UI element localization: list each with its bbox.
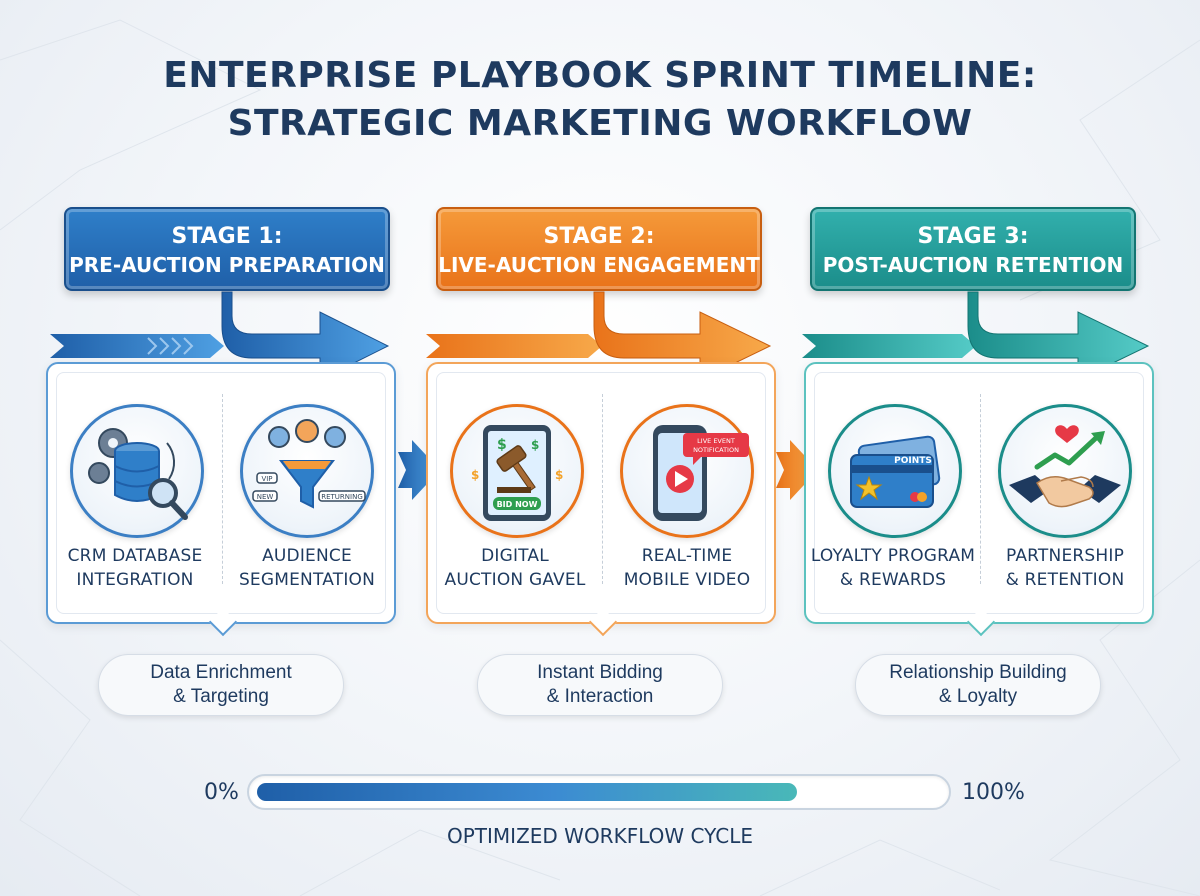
- stage-3-heading: STAGE 3:: [917, 224, 1029, 249]
- stage-3-summary: Relationship Building & Loyalty: [855, 654, 1101, 716]
- audience-segmentation-label: AUDIENCE SEGMENTATION: [222, 544, 392, 592]
- stage-2-banner: STAGE 2: LIVE-AUCTION ENGAGEMENT: [436, 207, 762, 291]
- label-line-2: & RETENTION: [1005, 570, 1125, 590]
- label-line-1: AUDIENCE: [262, 546, 352, 566]
- tag-new: NEW: [257, 493, 274, 501]
- progress-end-label: 100%: [962, 780, 1025, 805]
- label-line-1: REAL-TIME: [641, 546, 733, 566]
- stage-2-panel: $ $ $ $ BID NOW DIGITAL AUCTION GAVEL LI…: [426, 362, 776, 637]
- stage-3-name: POST-AUCTION RETENTION: [822, 253, 1124, 277]
- handshake-icon: [998, 404, 1132, 538]
- label-line-1: LOYALTY PROGRAM: [810, 546, 976, 566]
- svg-text:$: $: [555, 468, 563, 482]
- bid-now-button-text: BID NOW: [497, 500, 538, 509]
- stage-3-banner: STAGE 3: POST-AUCTION RETENTION: [810, 207, 1136, 291]
- summary-line-1: Relationship Building: [889, 662, 1067, 683]
- stage-3-panel: POINTS LOYALTY PROGRAM & REWARDS PARTNER…: [804, 362, 1154, 637]
- summary-line-2: & Interaction: [546, 686, 654, 707]
- stage-1-name: PRE-AUCTION PREPARATION: [69, 253, 385, 277]
- label-line-1: DIGITAL: [481, 546, 549, 566]
- svg-text:$: $: [497, 437, 507, 453]
- connector-2-3: [776, 440, 818, 500]
- mobile-video-icon: LIVE EVENT NOTIFICATION: [620, 404, 754, 538]
- label-line-2: MOBILE VIDEO: [623, 570, 751, 590]
- stage-2-summary: Instant Bidding & Interaction: [477, 654, 723, 716]
- label-line-1: CRM DATABASE: [67, 546, 203, 566]
- stage-1-banner: STAGE 1: PRE-AUCTION PREPARATION: [64, 207, 390, 291]
- panel-divider: [980, 394, 981, 584]
- tag-returning: RETURNING: [321, 493, 363, 501]
- points-card-text: POINTS: [894, 456, 932, 466]
- tag-vip: VIP: [261, 475, 272, 483]
- label-line-2: AUCTION GAVEL: [444, 570, 586, 590]
- progress-caption: OPTIMIZED WORKFLOW CYCLE: [447, 824, 753, 848]
- badge-line-1: LIVE EVENT: [697, 437, 735, 445]
- stage-1-summary: Data Enrichment & Targeting: [98, 654, 344, 716]
- summary-line-1: Data Enrichment: [150, 662, 292, 683]
- connector-1-2: [398, 440, 440, 500]
- page-title: ENTERPRISE PLAYBOOK SPRINT TIMELINE: STR…: [0, 52, 1200, 148]
- stage-2-heading: STAGE 2:: [543, 224, 655, 249]
- summary-line-1: Instant Bidding: [537, 662, 663, 683]
- label-line-2: & REWARDS: [839, 570, 947, 590]
- real-time-mobile-video-label: REAL-TIME MOBILE VIDEO: [602, 544, 772, 592]
- audience-funnel-icon: VIP NEW RETURNING: [240, 404, 374, 538]
- svg-text:$: $: [471, 468, 479, 482]
- panel-divider: [222, 394, 223, 584]
- progress-fill: [257, 783, 797, 801]
- stage-1-arrow: [50, 291, 390, 381]
- crm-database-label: CRM DATABASE INTEGRATION: [50, 544, 220, 592]
- label-line-2: INTEGRATION: [76, 570, 194, 590]
- digital-auction-gavel-label: DIGITAL AUCTION GAVEL: [430, 544, 600, 592]
- stage-1-heading: STAGE 1:: [171, 224, 283, 249]
- summary-line-2: & Targeting: [173, 686, 269, 707]
- title-line-1: ENTERPRISE PLAYBOOK SPRINT TIMELINE:: [163, 55, 1037, 96]
- stage-2-arrow: [426, 291, 772, 381]
- panel-divider: [602, 394, 603, 584]
- progress-bar: [247, 774, 951, 810]
- label-line-1: PARTNERSHIP: [1005, 546, 1125, 566]
- crm-database-icon: [70, 404, 204, 538]
- title-line-2: STRATEGIC MARKETING WORKFLOW: [227, 103, 973, 144]
- label-line-2: SEGMENTATION: [238, 570, 376, 590]
- summary-line-2: & Loyalty: [938, 686, 1018, 707]
- loyalty-card-icon: POINTS: [828, 404, 962, 538]
- partnership-retention-label: PARTNERSHIP & RETENTION: [980, 544, 1150, 592]
- badge-line-2: NOTIFICATION: [693, 446, 739, 454]
- loyalty-program-label: LOYALTY PROGRAM & REWARDS: [808, 544, 978, 592]
- svg-text:$: $: [531, 438, 539, 452]
- progress-start-label: 0%: [204, 780, 239, 805]
- stage-2-name: LIVE-AUCTION ENGAGEMENT: [438, 253, 760, 277]
- stage-1-panel: CRM DATABASE INTEGRATION VIP NEW RETURNI…: [46, 362, 396, 637]
- auction-gavel-tablet-icon: $ $ $ $ BID NOW: [450, 404, 584, 538]
